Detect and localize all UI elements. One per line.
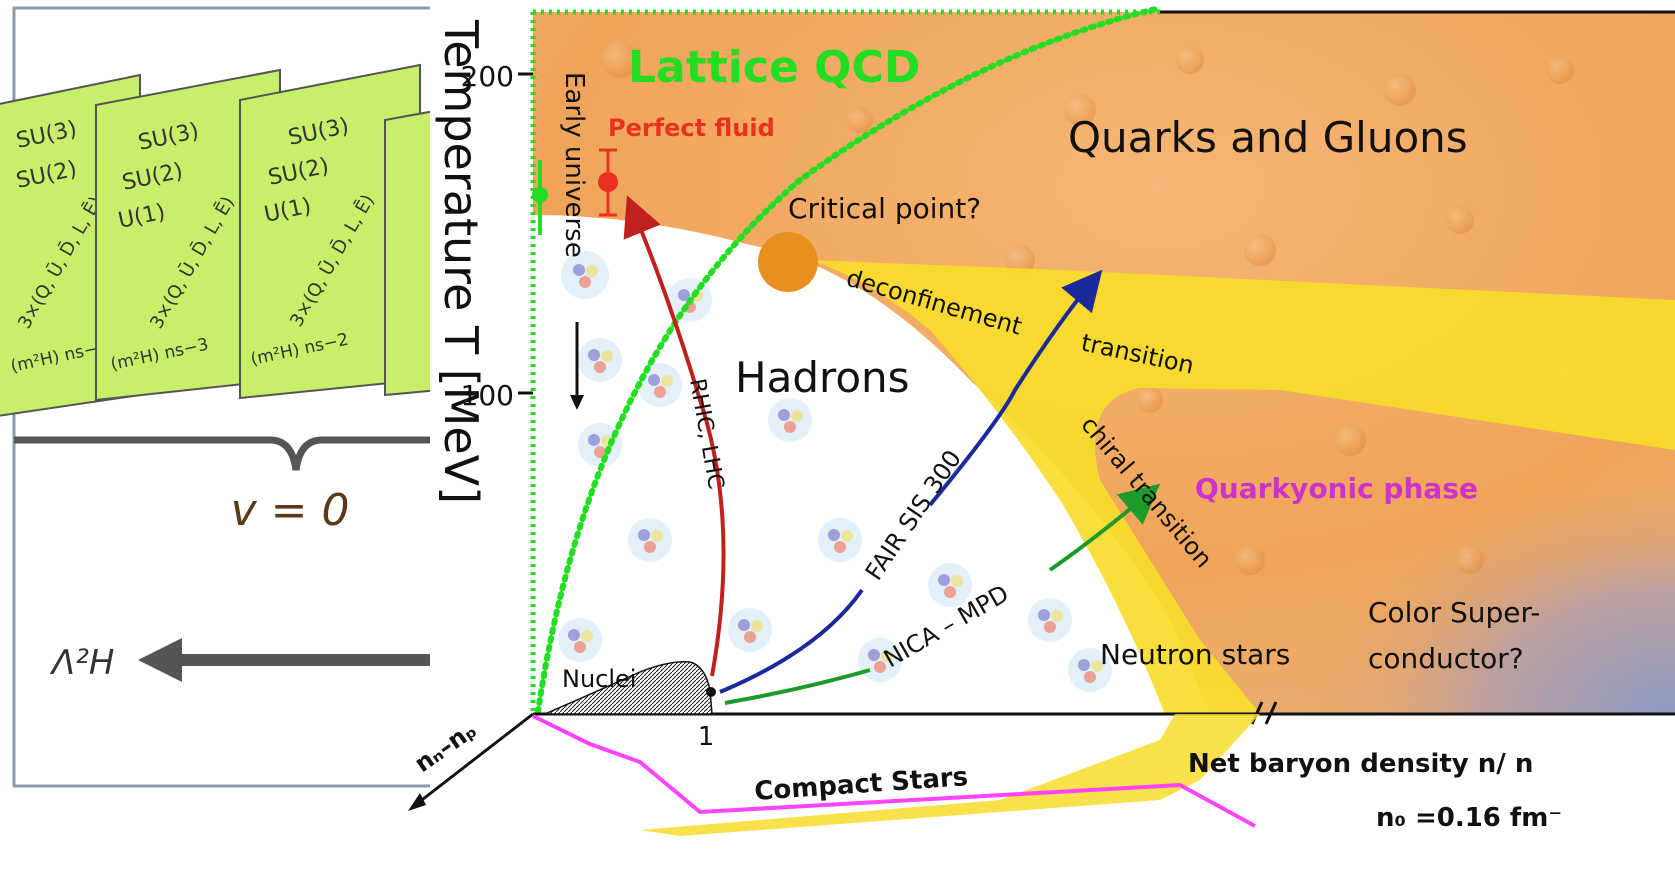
isospin-axis-line xyxy=(413,712,534,808)
critical-point-marker xyxy=(758,232,818,292)
early-universe-label: Early universe xyxy=(559,72,589,258)
hadron-region xyxy=(533,215,1210,714)
nuclear-matter-point xyxy=(706,687,716,697)
n0-label: n₀ =0.16 fm⁻ xyxy=(1376,803,1562,833)
color-superconductor-region xyxy=(1250,440,1675,714)
gauge-frame-2: SU(3) SU(2) U(1) 3×(Q, Ū, D̄, L, Ē) (m²H… xyxy=(239,63,421,400)
nuclei-label: Nuclei xyxy=(562,665,636,693)
y-tick-label-200: 200 xyxy=(461,60,514,93)
hadron-molecule xyxy=(728,608,772,652)
compact-stars-line xyxy=(532,714,1256,828)
lambda-label: Λ²H xyxy=(49,643,114,683)
y-axis-title: Temperature T [MeV] xyxy=(434,19,488,504)
hadrons-label: Hadrons xyxy=(735,353,910,402)
isospin-axis-arrowhead-icon xyxy=(408,793,426,811)
hadron-molecule xyxy=(578,338,622,382)
gluon-ball xyxy=(1546,56,1574,84)
brace xyxy=(14,436,430,471)
lattice-qcd-curve xyxy=(535,5,1163,715)
hadron-molecule xyxy=(628,518,672,562)
gluon-ball xyxy=(1064,94,1096,126)
gluon-ball xyxy=(1005,245,1035,275)
critical-point-label: Critical point? xyxy=(788,192,981,225)
left-panel: SU(3) SU(2) 3×(Q, Ū, D̄, L, Ē) (m²H) ns−… xyxy=(0,6,430,788)
hadron-molecule xyxy=(558,618,602,662)
gluon-ball xyxy=(847,107,873,133)
perfect-fluid-label: Perfect fluid xyxy=(608,114,775,142)
hadron-molecule xyxy=(638,363,682,407)
early-universe-arrowhead-icon xyxy=(570,395,584,410)
gluon-ball xyxy=(1137,387,1163,413)
neutron-stars-label: Neutron stars xyxy=(1100,638,1290,671)
hadron-molecule xyxy=(561,251,609,299)
lattice-point xyxy=(532,187,548,203)
fair-sis-300-arrow xyxy=(719,282,1092,694)
nuclei-region xyxy=(544,660,713,715)
gluon-ball xyxy=(1244,234,1276,266)
conductor-label: conductor? xyxy=(1368,642,1524,675)
x-axis-title: Net baryon density n/ n xyxy=(1188,749,1533,779)
gluon-ball xyxy=(1456,546,1484,574)
v-equals-zero: v = 0 xyxy=(231,485,350,536)
lattice-qcd-label: Lattice QCD xyxy=(628,42,920,93)
gluon-ball xyxy=(1384,74,1416,106)
gauge-frame-1: SU(3) SU(2) U(1) 3×(Q, Ū, D̄, L, Ē) (m²H… xyxy=(95,68,281,402)
rhic-lhc-arrow xyxy=(623,195,726,677)
gauge-frame-3 xyxy=(384,110,430,397)
hadron-molecule xyxy=(1068,648,1112,692)
perfect-fluid-point xyxy=(598,172,618,192)
hadron-molecule xyxy=(928,563,972,607)
gluon-ball xyxy=(602,42,638,78)
quarks-gluons-label: Quarks and Gluons xyxy=(1068,113,1468,162)
hadron-molecule xyxy=(768,398,812,442)
gluon-ball xyxy=(1334,424,1366,456)
y-tick-label-100: 100 xyxy=(461,379,514,412)
axis-break-2 xyxy=(1264,701,1278,725)
gluon-ball xyxy=(1235,545,1265,575)
lambda-arrowhead-icon xyxy=(138,638,182,682)
quarkyonic-label: Quarkyonic phase xyxy=(1195,472,1478,505)
color-super-label: Color Super- xyxy=(1368,596,1540,629)
gluon-ball xyxy=(1176,46,1204,74)
hadron-molecule xyxy=(1028,598,1072,642)
x-tick-label-1: 1 xyxy=(698,722,715,752)
nica-mpd-arrow xyxy=(724,494,1148,705)
phase-diagram: 200 100 Temperature T [MeV] 1 Lattice QC… xyxy=(408,5,1675,836)
gluon-ball xyxy=(1446,206,1474,234)
gluon-balls xyxy=(602,42,1584,575)
compact-stars-band xyxy=(640,714,1260,836)
hadron-molecule xyxy=(818,518,862,562)
